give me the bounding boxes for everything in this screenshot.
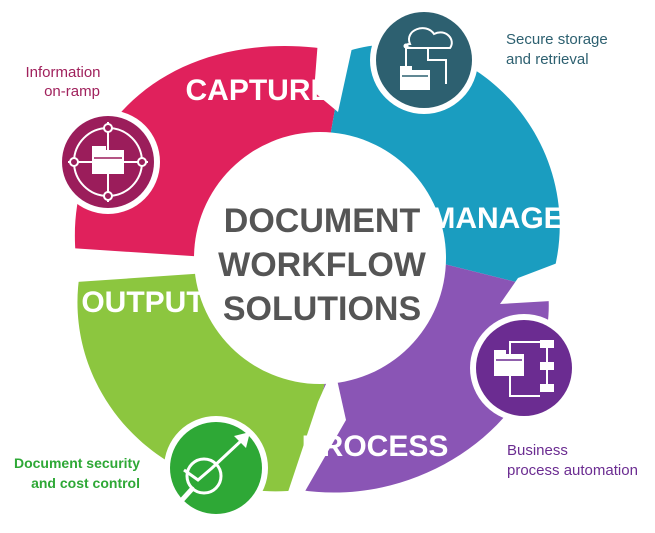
output-callout-line-1: Document security [14,455,140,471]
manage-callout-line-2: and retrieval [506,51,589,68]
output-label: OUTPUT [81,286,204,319]
capture-segment [74,46,345,258]
output-segment [77,270,330,492]
arrow-notch-capture-manage [314,40,352,112]
capture-callout-line-2: on-ramp [44,83,100,100]
magnifier-chart-icon [164,416,268,520]
manage-segment [326,44,560,291]
arrow-notch-manage-process [500,262,568,304]
center-circle [194,132,446,384]
arrow-notch-output-capture [70,248,222,282]
center-line-1: DOCUMENT [224,202,421,240]
arrow-notch-process-output [288,366,346,500]
capture-callout-line-1: Information [25,64,100,81]
capture-label: CAPTURE [185,74,330,107]
process-callout-line-1: Business [507,442,568,459]
output-callout-line-2: and cost control [31,475,140,491]
folder-flowchart-icon [470,314,578,422]
cloud-folder-icon [370,6,478,114]
manage-label: MANAGE [430,202,563,235]
process-segment [300,258,549,493]
center-line-2: WORKFLOW [218,246,427,284]
folder-target-icon [56,110,160,214]
manage-callout-line-1: Secure storage [506,31,608,48]
center-line-3: SOLUTIONS [223,290,421,328]
process-callout-line-2: process automation [507,462,638,479]
process-label: PROCESS [302,430,449,463]
